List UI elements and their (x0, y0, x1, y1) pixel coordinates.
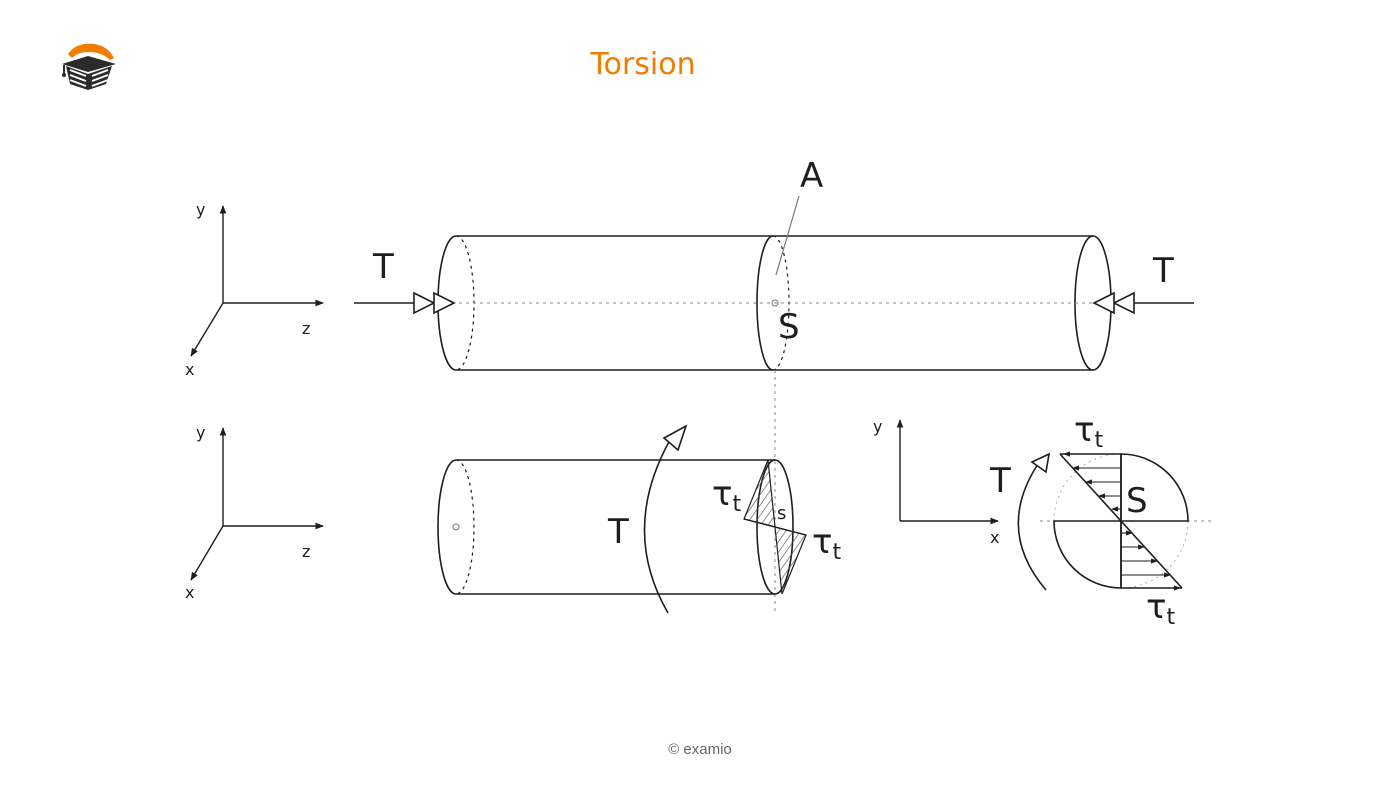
torque-label-left: T (372, 247, 394, 287)
torque-label-bottom: T (607, 512, 629, 552)
y-axis-label: y (196, 423, 205, 442)
beam-cut (437, 459, 794, 595)
torque-label-section: T (989, 461, 1011, 501)
shear-distribution-upper (743, 459, 776, 528)
shear-stress-label-upper: τt (712, 474, 741, 517)
copyright-text: © examio (668, 741, 732, 758)
torque-label-right: T (1152, 251, 1174, 291)
examio-logo-icon (62, 43, 116, 90)
y-axis-label: y (873, 417, 882, 436)
x-axis-label: x (990, 528, 999, 547)
coordinate-axes-top (190, 205, 324, 357)
shear-stress-label-bottom: τt (1146, 587, 1175, 630)
shear-stress-label-lower: τt (812, 522, 841, 565)
shear-stress-label-top: τt (1074, 410, 1103, 453)
torque-rotation-arrow (643, 439, 671, 614)
cross-section (1053, 453, 1189, 589)
z-axis-label: z (302, 319, 310, 338)
section-area-label: A (800, 156, 823, 196)
x-axis-label: x (185, 360, 194, 379)
shear-distribution-lower (774, 526, 807, 595)
x-axis-label: x (185, 583, 194, 602)
coordinate-axes-bottom (190, 427, 324, 581)
y-axis-label: y (196, 200, 205, 219)
torque-arrow-left (354, 291, 456, 315)
torque-rotation-arrow-section (1017, 463, 1047, 591)
torque-arrow-right (1092, 291, 1194, 315)
z-axis-label: z (302, 542, 310, 561)
coordinate-axes-section (896, 419, 999, 525)
centroid-label: S (1126, 481, 1148, 521)
centroid-label-small: s (777, 503, 786, 524)
centroid-label: S (778, 307, 800, 347)
page-title: Torsion (590, 47, 696, 82)
